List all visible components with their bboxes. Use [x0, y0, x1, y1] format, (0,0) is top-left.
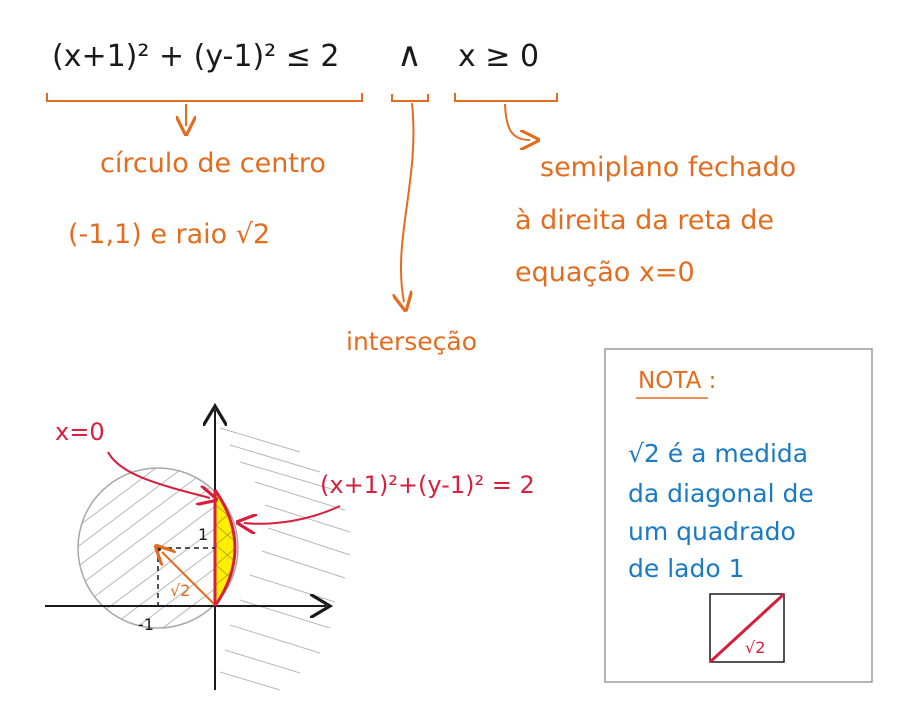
formula-halfplane-part: x ≥ 0	[458, 39, 539, 74]
intersection-label: interseção	[346, 327, 477, 356]
x-tick-label: -1	[138, 615, 154, 634]
region-boundary	[213, 489, 237, 607]
note-line1: √2 é a medida	[628, 439, 808, 468]
note-line3: um quadrado	[628, 517, 796, 546]
unit-square	[709, 593, 785, 663]
halfplane-annotation-line3: equação x=0	[515, 257, 695, 288]
square-diagonal-label: √2	[745, 638, 765, 657]
y-tick-label: 1	[198, 525, 208, 544]
note-line2: da diagonal de	[628, 479, 814, 508]
line-label: x=0	[55, 418, 105, 446]
radius-label: √2	[170, 581, 190, 600]
circle-underbrace	[46, 93, 363, 102]
intersection-arrow	[401, 102, 415, 302]
center-point	[154, 544, 162, 552]
circle-annotation-line1: círculo de centro	[100, 148, 326, 179]
halfplane-underbrace	[454, 93, 558, 102]
circle-label-arrow	[244, 505, 341, 524]
halfplane-annotation-line1: semiplano fechado	[540, 152, 796, 183]
halfplane-annotation-line2: à direita da reta de	[515, 205, 774, 236]
square-diagonal	[708, 592, 786, 664]
note-box	[604, 348, 873, 683]
note-line4: de lado 1	[628, 554, 744, 583]
radius-line	[162, 552, 215, 605]
and-symbol: ∧	[397, 35, 422, 75]
halfplane-hatching	[219, 427, 351, 691]
line-label-arrow	[107, 451, 210, 498]
and-underbrace	[391, 94, 429, 102]
halfplane-arrow	[504, 103, 530, 140]
circle-annotation-line2: (-1,1) e raio √2	[68, 219, 270, 250]
circle-equation-label: (x+1)²+(y-1)² = 2	[320, 471, 535, 499]
note-title: NOTA :	[638, 368, 716, 394]
circle-boundary	[77, 467, 239, 629]
formula-circle-part: (x+1)² + (y-1)² ≤ 2	[52, 39, 340, 74]
